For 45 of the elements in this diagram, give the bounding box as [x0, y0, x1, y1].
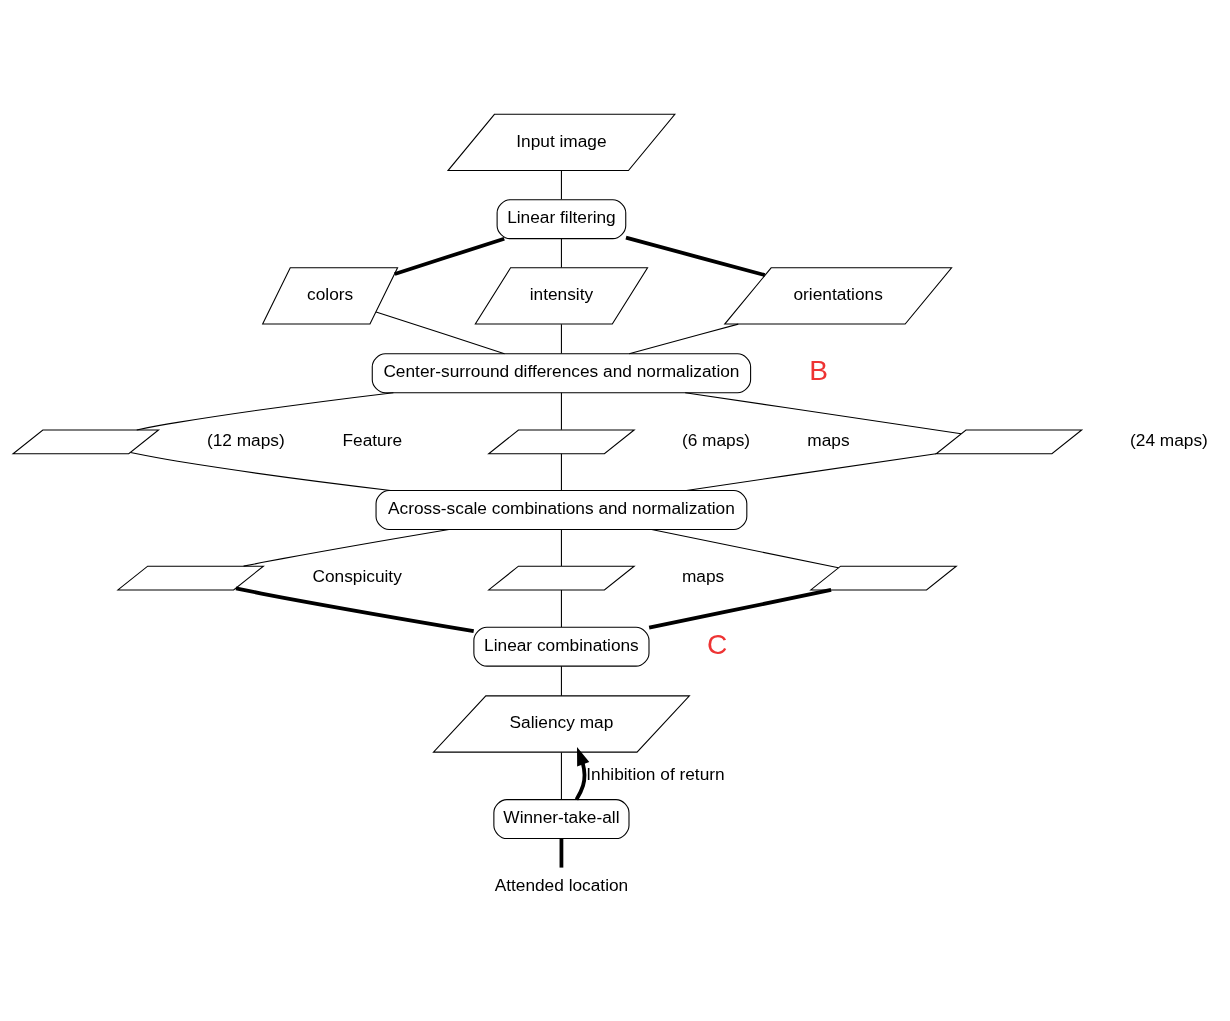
node-box: Linear filtering: [496, 199, 627, 240]
connector: [560, 751, 562, 801]
node-box: Across-scale combinations and normalization: [375, 489, 748, 530]
node-box: Linear combinations: [473, 626, 650, 667]
node-box: Center-surround differences and normalization: [371, 353, 752, 394]
node-text: Attended location: [494, 875, 629, 896]
connector: [648, 588, 832, 630]
connector: [560, 392, 562, 431]
connector: [560, 665, 562, 697]
connector: [560, 323, 562, 355]
connector: [685, 453, 937, 491]
connector: [560, 238, 562, 269]
connector: [243, 528, 450, 567]
connector: [651, 528, 839, 569]
connector: [628, 323, 739, 355]
label: C: [706, 628, 728, 660]
edge-label: Inhibition of return: [586, 763, 725, 784]
node-parallelogram: [116, 565, 265, 591]
node-parallelogram: [11, 429, 161, 455]
connector: [560, 589, 562, 628]
connector: [625, 235, 766, 277]
node-label: (12 maps): [206, 429, 285, 450]
node-label: (24 maps): [1130, 429, 1208, 450]
connector: [136, 392, 394, 431]
connector: [560, 170, 562, 200]
connector: [684, 392, 962, 435]
connector: [559, 838, 564, 868]
node-parallelogram: [934, 429, 1084, 455]
node-parallelogram: [487, 429, 636, 455]
connector: [130, 452, 392, 491]
label: maps: [681, 566, 725, 587]
label: maps: [807, 429, 850, 450]
connector: [560, 529, 562, 567]
connector: [560, 453, 562, 492]
arrow: [574, 746, 590, 801]
connector: [375, 311, 506, 355]
label: Conspicuity: [312, 566, 402, 587]
connector: [235, 586, 475, 633]
label: Feature: [342, 429, 403, 450]
node-label: (6 maps): [681, 429, 751, 450]
label: B: [809, 355, 829, 387]
node-parallelogram: [487, 565, 636, 591]
node-box: Winner-take-all: [493, 799, 630, 840]
connector: [394, 236, 505, 276]
node-parallelogram: [809, 565, 958, 591]
